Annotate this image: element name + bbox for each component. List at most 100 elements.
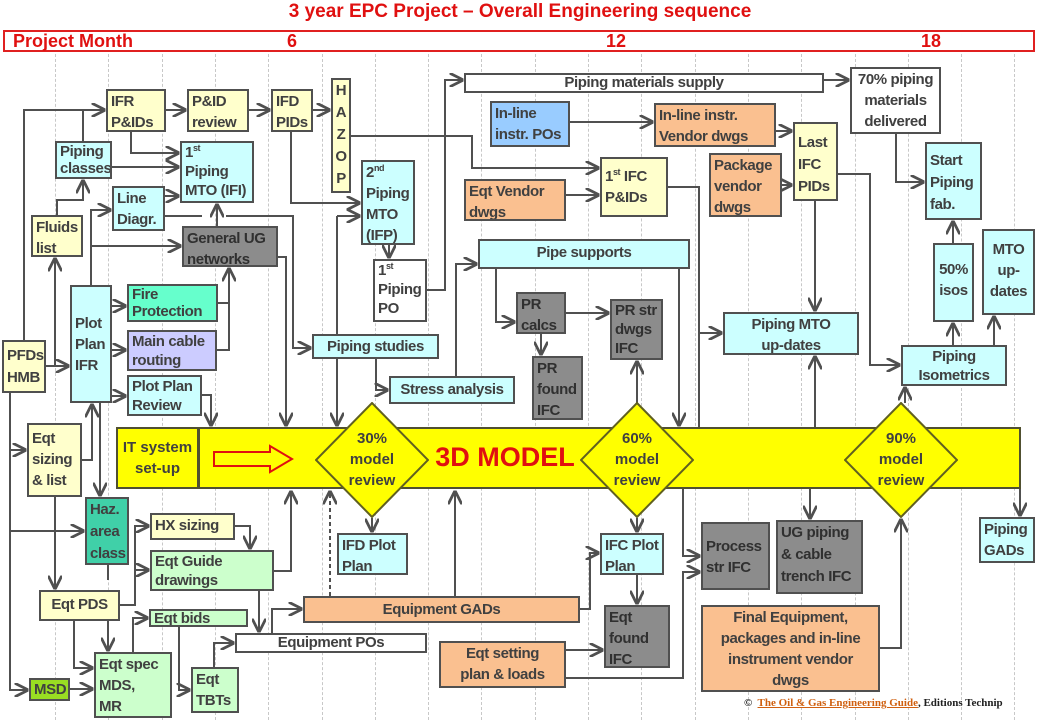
- connector-arrow: [120, 526, 148, 606]
- connector-arrow: [427, 80, 462, 291]
- ifd-plot-plan[interactable]: IFD Plot Plan: [337, 533, 408, 575]
- piping-isometrics[interactable]: Piping Isometrics: [901, 345, 1007, 386]
- ifd-pids[interactable]: IFD PIDs: [271, 89, 313, 132]
- package-vendor-dwgs[interactable]: Package vendor dwgs: [709, 153, 782, 217]
- ordinal-suffix: st: [192, 143, 201, 153]
- ordinal: 1: [378, 262, 386, 279]
- month-gridline: [588, 54, 589, 720]
- inline-instr-vendor-dwgs[interactable]: In-line instr. Vendor dwgs: [654, 103, 776, 147]
- last-ifc-pids[interactable]: Last IFC PIDs: [793, 122, 838, 201]
- connector-arrow: [271, 609, 301, 633]
- pr-found-ifc[interactable]: PR found IFC: [532, 356, 583, 420]
- model-review-90[interactable]: 90% model review: [843, 401, 959, 519]
- piping-materials-70-delivered[interactable]: 70% piping materials delivered: [850, 67, 941, 134]
- msd[interactable]: MSD: [29, 678, 70, 701]
- connector-arrow: [56, 181, 83, 215]
- month-gridline: [55, 54, 56, 720]
- inline-instr-pos[interactable]: In-line instr. POs: [490, 101, 570, 147]
- eqt-sizing-list[interactable]: Eqt sizing & list: [27, 423, 82, 497]
- connector-arrow: [682, 489, 699, 556]
- review-90-label: 90% model review: [877, 430, 925, 489]
- connector-arrow: [82, 405, 92, 461]
- ifr-pids[interactable]: IFR P&IDs: [106, 89, 166, 132]
- connector-arrow: [895, 134, 923, 182]
- connector-arrow: [218, 269, 229, 304]
- first-ifc-pids[interactable]: 1st IFC P&IDs: [600, 157, 668, 217]
- diagram-title: 3 year EPC Project – Overall Engineering…: [288, 1, 752, 22]
- pfds-hmb[interactable]: PFDs HMB: [2, 340, 46, 393]
- hx-sizing[interactable]: HX sizing: [150, 513, 235, 540]
- hazop[interactable]: H A Z O P: [331, 78, 351, 193]
- right-arrow-icon: [213, 444, 294, 474]
- equipment-pos[interactable]: Equipment POs: [235, 633, 427, 653]
- project-month-label: Project Month: [13, 31, 133, 51]
- eqt-found-ifc[interactable]: Eqt found IFC: [604, 605, 670, 668]
- plot-plan-review[interactable]: Plot Plan Review: [127, 375, 202, 416]
- connector-arrow: [132, 618, 147, 652]
- process-str-ifc[interactable]: Process str IFC: [701, 522, 770, 590]
- stress-analysis[interactable]: Stress analysis: [389, 376, 515, 404]
- guide-link[interactable]: The Oil & Gas Engineering Guide: [757, 697, 918, 709]
- eqt-tbts[interactable]: Eqt TBTs: [191, 667, 239, 713]
- ordinal: 1: [185, 144, 193, 161]
- connector-arrow: [290, 131, 359, 203]
- node-text: Piping MTO (IFP): [366, 185, 410, 244]
- piping-classes[interactable]: Piping classes: [55, 141, 112, 179]
- ug-piping-cable-trench-ifc[interactable]: UG piping & cable trench IFC: [776, 520, 863, 594]
- connector-arrow: [880, 520, 901, 649]
- month-12: 12: [606, 31, 627, 51]
- connector-arrow: [130, 131, 178, 153]
- connector-arrow: [278, 256, 286, 425]
- fluids-list[interactable]: Fluids list: [31, 215, 83, 257]
- eqt-bids[interactable]: Eqt bids: [149, 609, 248, 627]
- eqt-guide-drawings[interactable]: Eqt Guide drawings: [150, 550, 274, 591]
- pipe-supports[interactable]: Pipe supports: [478, 239, 690, 269]
- month-gridline: [268, 54, 270, 720]
- haz-area-class[interactable]: Haz. area class: [85, 497, 129, 565]
- piping-gads[interactable]: Piping GADs: [979, 517, 1035, 563]
- final-equipment-vendor-dwgs[interactable]: Final Equipment, packages and in-line in…: [701, 605, 880, 692]
- month-gridline: [1014, 54, 1016, 720]
- pr-calcs[interactable]: PR calcs: [516, 292, 566, 334]
- eqt-setting-plan-loads[interactable]: Eqt setting plan & loads: [439, 641, 566, 688]
- month-gridline: [801, 54, 803, 720]
- connector-arrow: [202, 394, 211, 425]
- model-review-30[interactable]: 30% model review: [314, 401, 430, 519]
- pr-str-dwgs-ifc[interactable]: PR str dwgs IFC: [610, 299, 663, 360]
- band-divider: [197, 427, 200, 489]
- general-ug-networks[interactable]: General UG networks: [182, 226, 278, 267]
- isos-50[interactable]: 50% isos: [933, 243, 974, 322]
- eqt-spec-mds-mr[interactable]: Eqt spec MDS, MR: [94, 652, 172, 718]
- ordinal-suffix: st: [385, 261, 394, 271]
- node-text: IFC P&IDs: [605, 168, 648, 206]
- equipment-gads[interactable]: Equipment GADs: [303, 596, 580, 623]
- ifc-plot-plan[interactable]: IFC Plot Plan: [600, 533, 664, 575]
- copyright-symbol: ©: [744, 697, 753, 709]
- 3d-model-label: 3D MODEL: [435, 442, 575, 472]
- eqt-pds[interactable]: Eqt PDS: [39, 590, 120, 621]
- piping-studies[interactable]: Piping studies: [312, 334, 439, 359]
- publisher: , Editions Technip: [917, 697, 1003, 709]
- review-60-label: 60% model review: [613, 430, 661, 489]
- pid-review[interactable]: P&ID review: [187, 89, 249, 132]
- fire-protection[interactable]: Fire Protection: [127, 284, 218, 322]
- piping-materials-supply[interactable]: Piping materials supply: [464, 73, 824, 93]
- mto-updates-side[interactable]: MTO up- dates: [982, 229, 1035, 315]
- piping-mto-updates[interactable]: Piping MTO up-dates: [723, 312, 859, 355]
- model-review-60[interactable]: 60% model review: [579, 401, 695, 519]
- month-gridline: [641, 54, 643, 720]
- plot-plan-ifr[interactable]: Plot Plan IFR: [70, 285, 112, 403]
- line-diagram[interactable]: Line Diagr.: [112, 186, 165, 231]
- connector-arrow: [217, 303, 230, 351]
- eqt-vendor-dwgs[interactable]: Eqt Vendor dwgs: [464, 179, 566, 221]
- start-piping-fab[interactable]: Start Piping fab.: [925, 142, 982, 220]
- connector-arrow: [235, 525, 250, 548]
- main-cable-routing[interactable]: Main cable routing: [127, 330, 217, 371]
- ordinal-suffix: st: [612, 167, 621, 177]
- ordinal: 2: [366, 164, 374, 181]
- copyright: © The Oil & Gas Engineering Guide, Editi…: [744, 697, 1003, 709]
- connector-arrow: [226, 215, 310, 348]
